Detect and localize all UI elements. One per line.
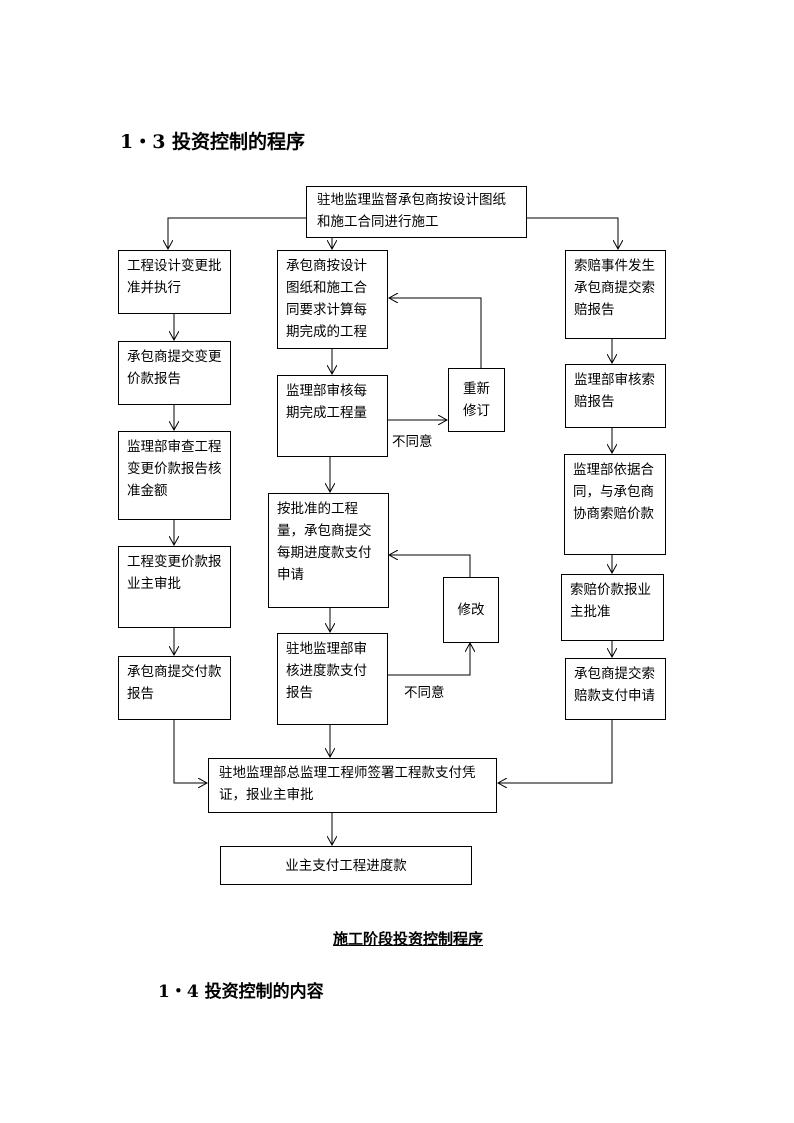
owner-payment-box: 业主支付工程进度款 — [220, 846, 472, 885]
calculate-quantity-box: 承包商按设计图纸和施工合同要求计算每期完成的工程 — [277, 250, 388, 349]
disagree-label-2: 不同意 — [404, 685, 445, 701]
revise-box: 重新修订 — [448, 368, 505, 432]
negotiate-claim-box: 监理部依据合同，与承包商协商索赔价款 — [564, 454, 666, 555]
claim-event-box: 索赔事件发生承包商提交索赔报告 — [565, 250, 666, 339]
claim-payment-application-box: 承包商提交索赔款支付申请 — [565, 658, 666, 720]
section-heading-1-3: 1・3 投资控制的程序 — [120, 131, 306, 153]
sign-payment-certificate-box: 驻地监理部总监理工程师签署工程款支付凭证，报业主审批 — [208, 758, 497, 813]
section-heading-1-4: 1・4 投资控制的内容 — [158, 982, 324, 1002]
modify-box: 修改 — [443, 577, 499, 643]
review-payment-report-box: 驻地监理部审核进度款支付报告 — [277, 633, 388, 725]
disagree-label-1: 不同意 — [392, 434, 433, 450]
progress-payment-application-box: 按批准的工程量，承包商提交每期进度款支付申请 — [268, 493, 389, 608]
supervise-construction-box: 驻地监理监督承包商按设计图纸和施工合同进行施工 — [306, 186, 527, 238]
payment-report-box: 承包商提交付款报告 — [118, 656, 231, 720]
review-quantity-box: 监理部审核每期完成工程量 — [277, 375, 388, 457]
change-price-report-box: 承包商提交变更价款报告 — [118, 341, 231, 405]
review-claim-box: 监理部审核索赔报告 — [565, 364, 666, 428]
change-price-owner-approval-box: 工程变更价款报业主审批 — [118, 546, 231, 628]
claim-owner-approval-box: 索赔价款报业主批准 — [561, 574, 664, 641]
figure-caption: 施工阶段投资控制程序 — [333, 930, 484, 948]
design-change-box: 工程设计变更批准并执行 — [118, 250, 231, 314]
review-change-price-box: 监理部审查工程变更价款报告核准金额 — [118, 431, 231, 520]
